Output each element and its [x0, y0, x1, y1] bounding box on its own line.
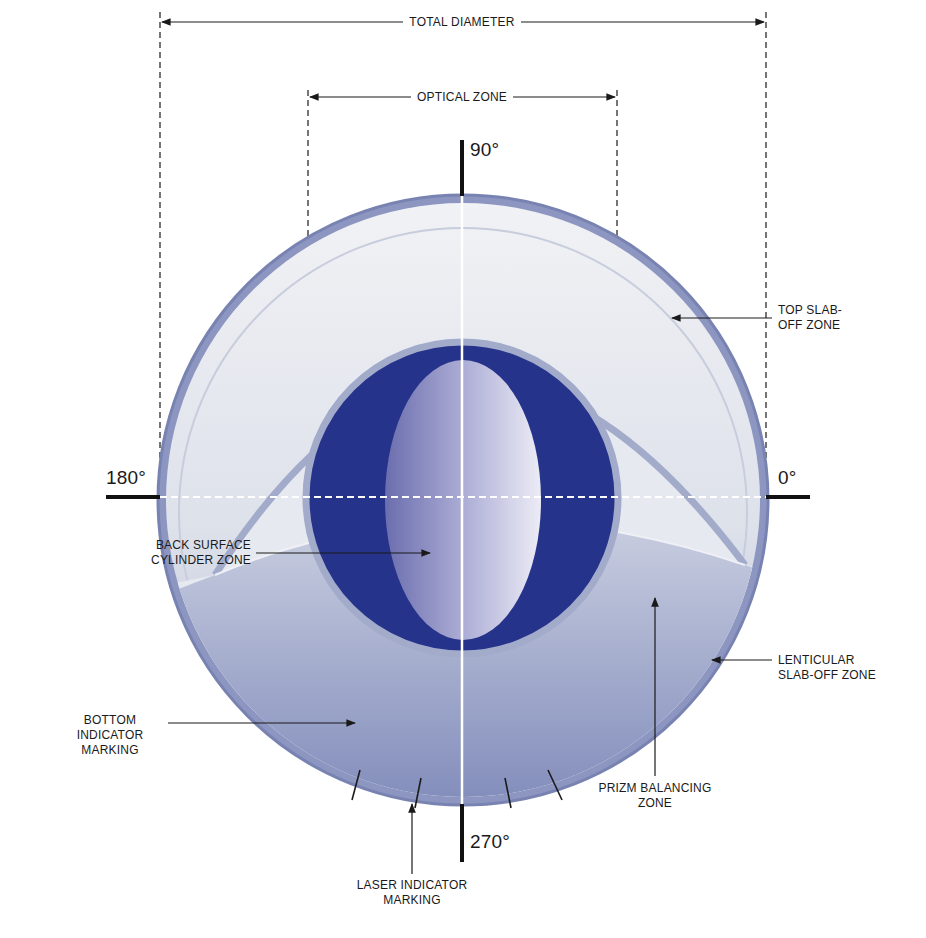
marking-label: BOTTOM INDICATOR MARKING	[60, 713, 160, 758]
zone-label: PRIZM BALANCING ZONE	[595, 781, 715, 811]
axis-degree: 270°	[470, 830, 510, 854]
zone-label: BACK SURFACE CYLINDER ZONE	[133, 538, 251, 568]
axis-degree: 180°	[106, 466, 146, 490]
axis-ticks	[106, 140, 810, 862]
leader-lines	[168, 318, 772, 874]
zone-label: LENTICULAR SLAB-OFF ZONE	[778, 653, 886, 683]
indicator-markings	[352, 770, 562, 808]
dimension-label: TOTAL DIAMETER	[403, 15, 520, 30]
lens-edge	[158, 195, 768, 805]
zone-label: TOP SLAB-OFF ZONE	[778, 303, 856, 333]
axis-degree: 90°	[470, 138, 499, 162]
axis-degree: 0°	[778, 466, 797, 490]
vertical-axis	[461, 196, 464, 804]
dimension-label: OPTICAL ZONE	[411, 90, 513, 105]
marking-label: LASER INDICATOR MARKING	[352, 878, 472, 908]
